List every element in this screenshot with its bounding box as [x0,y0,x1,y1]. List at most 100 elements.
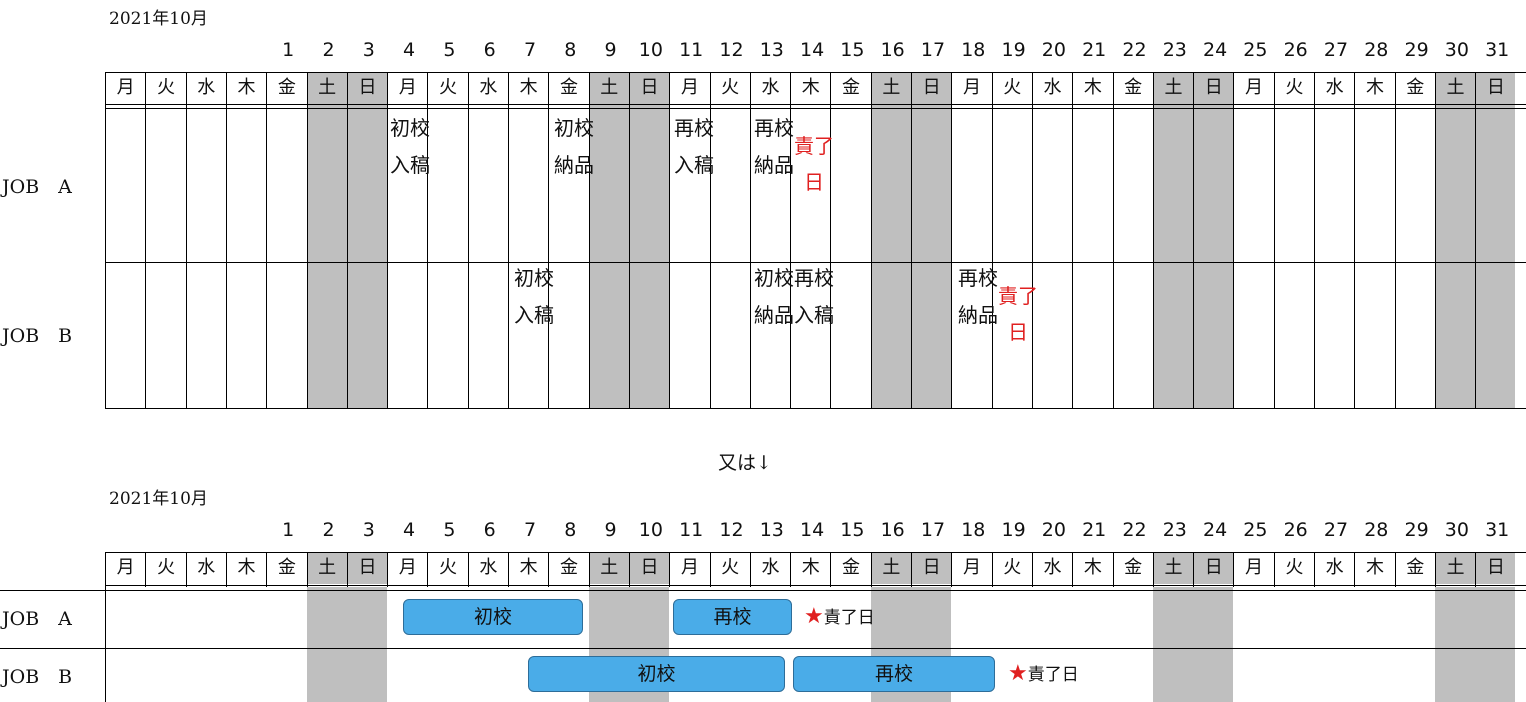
day-number: 5 [443,39,456,61]
weekday-cell: 日 [346,552,388,584]
grid-line [0,648,1526,649]
day-number: 13 [759,519,784,541]
day-number: 14 [800,39,825,61]
day-number: 28 [1364,39,1389,61]
weekday-cell: 金 [1394,552,1435,584]
day-number: 4 [403,39,416,61]
grid-line [225,552,227,587]
weekday-cell: 日 [1475,72,1516,104]
day-number: 30 [1444,519,1469,541]
grid-line [306,72,308,409]
weekend-shade [1434,587,1476,702]
weekday-cell: 金 [266,552,306,584]
grid-line [346,72,348,409]
job-a-deadline-marker: ★責了日 [804,603,875,629]
grid-line [790,72,792,409]
grid-line [1193,552,1195,587]
weekend-shade [911,105,952,409]
grid-line [105,108,1526,109]
grid-line [1394,552,1396,587]
grid-line [1273,552,1275,587]
day-number: 15 [840,39,865,61]
weekday-cell: 土 [588,72,629,104]
grid-line [1434,552,1436,587]
weekday-cell: 木 [1072,552,1112,584]
grid-line [1354,72,1356,409]
grid-line [991,552,993,587]
weekday-cell: 金 [1112,552,1153,584]
weekday-cell: 火 [427,552,467,584]
weekend-shade [1193,587,1234,702]
job-b-first-proof-bar[interactable]: 初校 [528,656,785,692]
job-a-second-proof-bar[interactable]: 再校 [673,599,792,635]
day-number: 20 [1041,519,1066,541]
grid-line [951,72,953,409]
weekday-cell: 水 [185,72,226,104]
weekday-cell: 火 [991,552,1032,584]
job-a-first-proof-bar[interactable]: 初校 [403,599,583,635]
grid-line [346,552,348,587]
weekday-cell: 金 [266,72,306,104]
weekday-cell: 水 [1031,72,1072,104]
weekend-shade [1193,105,1234,409]
weekday-cell: 火 [991,72,1032,104]
weekday-cell: 土 [306,552,347,584]
weekend-shade [1434,105,1476,409]
grid-line [709,72,711,409]
job-a-deadline-text: 責了日 [823,608,875,628]
grid-line [387,72,389,409]
weekend-shade [1152,105,1194,409]
weekday-cell: 木 [508,552,548,584]
grid-line [225,72,227,409]
day-number: 6 [483,519,496,541]
day-number: 29 [1404,519,1429,541]
grid-line [991,72,993,409]
grid-line [266,72,268,409]
day-number: 14 [800,519,825,541]
job-b-deadline: 責了日 [998,284,1038,344]
grid-line [870,72,872,409]
grid-line [911,552,912,587]
day-number: 20 [1041,39,1066,61]
day-number: 16 [880,39,905,61]
weekday-cell: 木 [790,72,830,104]
day-number: 29 [1404,39,1429,61]
weekend-shade [306,105,347,409]
grid-line [830,72,832,409]
grid-line [749,72,751,409]
weekday-cell: 木 [1072,72,1112,104]
weekday-cell: 日 [911,552,952,584]
weekend-shade [1152,587,1194,702]
day-number: 24 [1203,39,1228,61]
weekday-cell: 月 [669,552,709,584]
day-number: 25 [1243,39,1268,61]
weekday-cell: 月 [1233,72,1273,104]
day-number: 4 [403,519,416,541]
day-number: 19 [1001,519,1026,541]
weekday-cell: 月 [105,72,145,104]
day-number: 28 [1364,519,1389,541]
day-number: 5 [443,519,456,541]
job-a-first-proof-submit: 初校入稿 [390,116,430,177]
weekday-cell: 月 [951,552,991,584]
day-number: 9 [604,39,617,61]
weekday-cell: 土 [870,552,911,584]
day-number: 27 [1323,519,1349,541]
job-a-second-proof-delivery: 再校納品 [754,116,794,177]
day-number: 12 [719,39,744,61]
day-number: 1 [282,519,295,541]
job-b-second-proof-bar[interactable]: 再校 [793,656,995,692]
grid-line [105,585,1526,586]
weekday-cell: 木 [225,552,266,584]
weekday-cell: 木 [1354,72,1394,104]
grid-line [105,552,1526,553]
weekday-cell: 金 [1112,72,1153,104]
day-number: 13 [759,39,784,61]
job-b-second-proof-submit: 再校入稿 [794,266,834,327]
weekday-cell: 金 [548,72,588,104]
weekday-cell: 日 [346,72,388,104]
day-number: 3 [362,519,375,541]
grid-line [628,72,630,409]
grid-line [588,72,590,409]
day-number: 15 [840,519,865,541]
